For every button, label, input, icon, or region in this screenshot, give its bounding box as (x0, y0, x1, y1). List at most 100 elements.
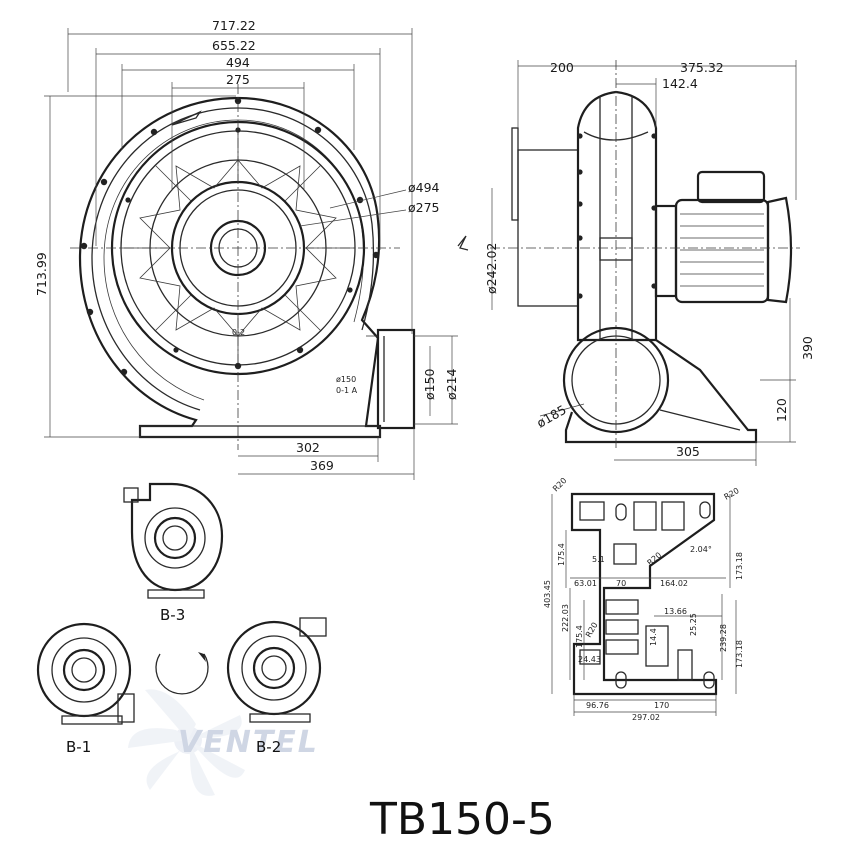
b3-outlet (123, 487, 139, 503)
plate-right-173-top: 173.18 (735, 552, 744, 580)
outlet-ring-outer (562, 326, 670, 434)
outlet-duct (376, 328, 416, 430)
side-dim-390: 390 (800, 336, 815, 360)
base-plate-cutouts (579, 501, 693, 681)
b3-hub (162, 525, 188, 551)
watermark-fan-icon (128, 689, 245, 796)
outlet-dia-214: ø214 (444, 368, 459, 400)
side-dim-142: 142.4 (662, 76, 698, 91)
view-b1: B-1 (36, 622, 135, 756)
callout-494-leader (329, 189, 407, 209)
plate-d-5: 5.1 (592, 555, 605, 564)
stand-rib (659, 409, 741, 431)
plate-b-96: 96.76 (586, 701, 609, 710)
motor-body (674, 198, 770, 304)
volute-housing (78, 96, 382, 439)
b2-inlet (252, 646, 296, 690)
b3-base (147, 589, 205, 599)
b3-inlet (153, 516, 197, 560)
b3-label: B-3 (160, 606, 185, 624)
plate-r-top-right: R20 (723, 486, 741, 502)
plate-d-14: 14.4 (649, 628, 658, 646)
plate-d-164: 164.02 (660, 579, 688, 588)
base-369: 369 (310, 458, 334, 473)
view-b2: B-2 (226, 617, 327, 756)
plate-b-170: 170 (654, 701, 669, 710)
rotation-arc-icon (155, 653, 209, 695)
side-bolts (577, 133, 657, 299)
outlet-dia-150: ø150 (422, 368, 437, 400)
motor-fan-cover (766, 196, 793, 304)
callout-275-leader (299, 209, 407, 227)
callout-494: ø494 (408, 180, 440, 195)
volute-inner-line (91, 107, 375, 411)
front-top-dimensions (67, 28, 413, 334)
plate-left-175-bot: 175.4 (575, 625, 584, 648)
side-outlet-dia: ø185 (534, 402, 569, 431)
base-plate-view: 403.45 175.4 222.03 175.4 R20 R20 R20 R2… (543, 476, 744, 722)
casing-curve (583, 131, 649, 141)
watermark-text: VENTEL (178, 725, 319, 760)
b3-ring (144, 507, 206, 569)
dim-width-total: 717.22 (212, 18, 256, 33)
outlet-leader (539, 403, 585, 417)
front-view: 0-2 ø150 0-1 A 717.22 655.22 494 275 713… (34, 18, 459, 480)
b2-base (249, 713, 311, 723)
b2-ring (241, 635, 307, 701)
side-view: 200 375.32 142.4 ø242.02 ø185 390 120 30… (457, 60, 815, 466)
terminal-box (696, 170, 766, 204)
plate-right-239: 239.28 (719, 624, 728, 652)
inlet-dia: ø242.02 (484, 243, 499, 294)
b1-ring (51, 637, 117, 703)
plate-left-175-top: 175.4 (557, 543, 566, 566)
inlet-flange (511, 127, 519, 221)
rotation-arrow-icon (171, 110, 202, 126)
plate-d-25: 25.25 (689, 613, 698, 636)
slot-hole-4 (703, 671, 715, 689)
base-plate-outline (570, 492, 718, 696)
side-dim-120: 120 (774, 398, 789, 422)
housing-bolts (80, 97, 380, 376)
b1-base (61, 715, 123, 725)
plate-d-63: 63.01 (574, 579, 597, 588)
inlet-pipe (517, 149, 579, 307)
side-stand (564, 339, 758, 444)
plate-d-70: 70 (616, 579, 626, 588)
base-302: 302 (296, 440, 320, 455)
slot-hole-1 (615, 503, 627, 521)
dim-width-body: 655.22 (212, 38, 256, 53)
side-dim-200: 200 (550, 60, 574, 75)
casing-side (576, 90, 658, 342)
watermark: VENTEL (128, 689, 319, 796)
hub-mark: 0-2 (232, 328, 245, 337)
orientation-views: B-3 B-1 B-2 (36, 482, 327, 756)
b1-outlet (117, 693, 135, 723)
callout-275: ø275 (408, 200, 440, 215)
plate-r-lower: R20 (584, 621, 600, 639)
plate-r-mid: R20 (646, 551, 664, 568)
b1-inlet (62, 648, 106, 692)
dim-height-total: 713.99 (34, 252, 49, 296)
plate-left-222: 222.03 (561, 604, 570, 632)
slot-hole-2 (699, 501, 711, 519)
b3-housing (130, 482, 224, 592)
plate-d-13: 13.66 (664, 607, 687, 616)
motor-flange (654, 204, 678, 298)
plate-r-top-left: R20 (551, 476, 569, 494)
plate-b-297: 297.02 (632, 713, 660, 722)
front-base (139, 425, 381, 438)
side-dim-305: 305 (676, 444, 700, 459)
b1-hub (71, 657, 97, 683)
b2-hub (261, 655, 287, 681)
outlet-label: ø150 (336, 375, 356, 384)
plate-right-173-bot: 173.18 (735, 640, 744, 668)
dim-275: 275 (226, 72, 250, 87)
model-title: TB150-5 (369, 794, 555, 845)
b2-label: B-2 (256, 738, 281, 756)
plate-d-angle: 2.04° (690, 545, 712, 554)
motor-fins (680, 213, 764, 287)
section-arrow-icon (457, 235, 469, 251)
dim-494: 494 (226, 55, 250, 70)
slot-hole-3 (615, 671, 627, 689)
